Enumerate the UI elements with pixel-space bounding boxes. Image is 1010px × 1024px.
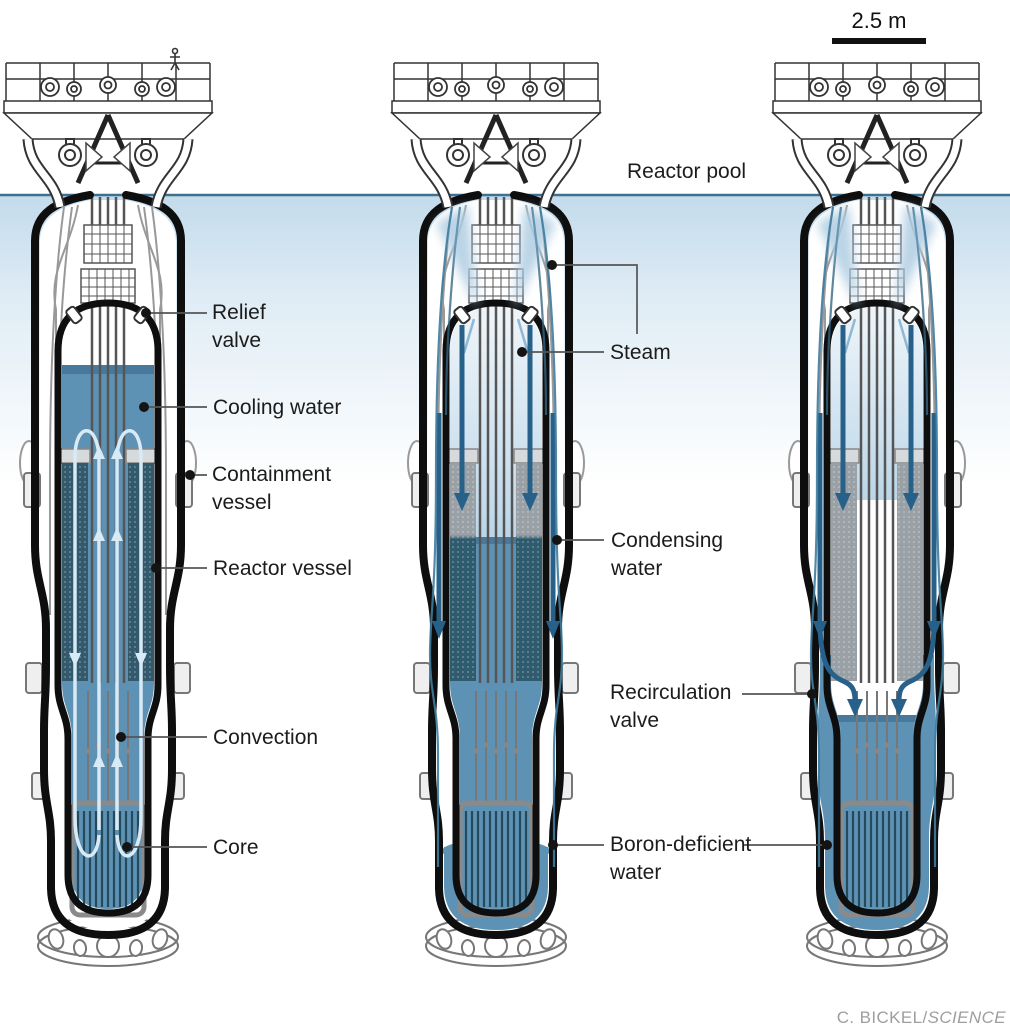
label-core: Core — [213, 836, 259, 859]
reactor-recirculation — [773, 63, 981, 967]
person-figure — [170, 47, 180, 71]
credit-author: C. BICKEL/ — [836, 1008, 928, 1024]
credit-line: C. BICKEL/SCIENCE — [837, 1008, 1006, 1024]
reactor-steam-venting — [392, 63, 600, 967]
label-relief-valve: Relief valve — [212, 301, 266, 353]
label-reactor-pool: Reactor pool — [627, 160, 747, 183]
scale-bar: 2.5 m — [832, 8, 926, 44]
label-reactor-vessel: Reactor vessel — [213, 557, 352, 580]
label-boron-deficient-water: Boron-deficient water — [610, 833, 752, 885]
convection-flow-arrows — [73, 429, 143, 858]
label-condensing-water: Condensing water — [611, 529, 724, 581]
label-recirculation-valve: Recirculation valve — [610, 681, 732, 733]
reactor-normal-operation — [4, 47, 212, 967]
scale-bar-line — [832, 38, 926, 44]
scale-bar-label: 2.5 m — [851, 8, 907, 33]
label-cooling-water: Cooling water — [213, 396, 342, 419]
label-containment-vessel: Containment vessel — [212, 463, 332, 515]
label-convection: Convection — [213, 726, 319, 749]
label-leader-lines — [121, 264, 827, 848]
label-steam: Steam — [610, 341, 671, 364]
recirculation-flow-arrows — [817, 620, 937, 702]
credit-publication: SCIENCE — [927, 1008, 1006, 1024]
label-anchor-dots — [116, 260, 832, 852]
